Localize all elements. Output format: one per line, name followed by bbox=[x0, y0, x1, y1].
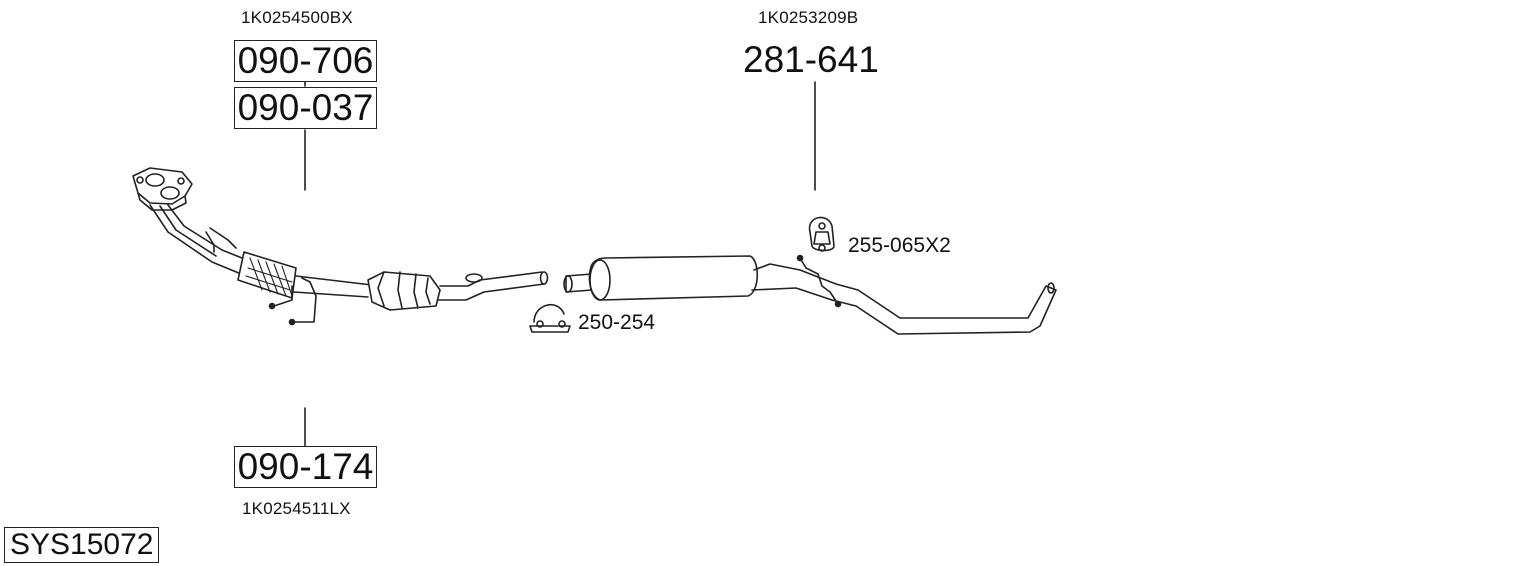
rubber-mount-shape bbox=[808, 216, 835, 252]
oe-number-catalytic-converter: 1K0254511LX bbox=[242, 499, 351, 518]
clamp-shape bbox=[529, 303, 571, 333]
flex-pipe bbox=[237, 251, 297, 299]
rear-silencer-shape bbox=[563, 255, 759, 301]
tailpipe bbox=[751, 263, 1057, 335]
front-hanger bbox=[268, 277, 317, 326]
catalytic-converter-shape bbox=[367, 271, 441, 311]
part-number-250-254[interactable]: 250-254 bbox=[578, 311, 656, 334]
oe-number-manifold: 1K0254500BX bbox=[241, 8, 353, 27]
part-number-281-641[interactable]: 281-641 bbox=[743, 39, 879, 80]
manifold-flange bbox=[132, 167, 193, 211]
system-code: SYS15072 bbox=[4, 527, 160, 563]
rear-hangers bbox=[796, 254, 842, 308]
mid-pipe bbox=[293, 275, 373, 298]
downstream-pipe bbox=[437, 271, 549, 301]
part-number-255-065x2[interactable]: 255-065X2 bbox=[848, 234, 951, 257]
part-number-090-037[interactable]: 090-037 bbox=[234, 87, 377, 129]
oe-number-silencer: 1K0253209B bbox=[758, 8, 859, 27]
part-number-090-174[interactable]: 090-174 bbox=[234, 446, 377, 488]
part-number-090-706[interactable]: 090-706 bbox=[234, 40, 377, 82]
front-pipe bbox=[149, 204, 253, 277]
